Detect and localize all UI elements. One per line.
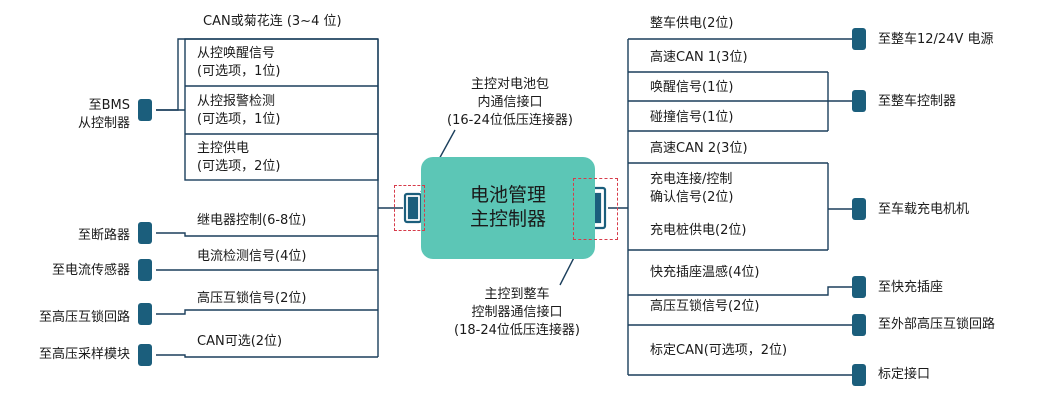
- current-sensor-connector-icon: [138, 259, 152, 281]
- hub-title-line2: 主控制器: [469, 208, 546, 230]
- endpoint-vcu: 至整车控制器: [878, 94, 957, 109]
- bms-signal-alarm-line2: (可选项，1位): [197, 112, 281, 127]
- callout-bottom-line2: 控制器通信接口: [471, 305, 563, 320]
- endpoint-external-hvil: 至外部高压互锁回路: [878, 317, 996, 332]
- wire-hv-sample: [156, 354, 378, 358]
- bms-signal-alarm-line1: 从控报警检测: [197, 94, 276, 109]
- endpoint-fast-charge: 至快充插座: [878, 280, 944, 295]
- endpoint-breaker: 至断路器: [77, 228, 130, 243]
- bms-endpoint-label: 至BMS 从控制器: [40, 97, 130, 133]
- signal-charge-confirm: 充电连接/控制 确认信号(2位): [650, 171, 733, 207]
- endpoint-hvil-loop: 至高压互锁回路: [38, 310, 130, 325]
- left-port-highlight: [394, 185, 425, 231]
- signal-charge-confirm-line2: 确认信号(2位): [650, 190, 734, 205]
- hub-title: 电池管理 主控制器: [421, 183, 595, 231]
- signal-crash: 碰撞信号(1位): [650, 110, 734, 125]
- wire-hvil-left: [156, 309, 378, 315]
- endpoint-calibration: 标定接口: [878, 367, 931, 382]
- bms-endpoint-line2: 从控制器: [77, 116, 130, 131]
- signal-relay: 继电器控制(6-8位): [197, 213, 307, 228]
- signal-pile-power: 充电桩供电(2位): [650, 223, 747, 238]
- calibration-connector-icon: [852, 364, 866, 386]
- bms-signal-power-line2: (可选项，2位): [197, 159, 281, 174]
- vehicle-power-connector-icon: [852, 28, 866, 50]
- callout-top: 主控对电池包 内通信接口 (16-24位低压连接器): [430, 76, 590, 130]
- callout-bottom-line1: 主控到整车: [484, 287, 550, 302]
- charger-connector-icon: [852, 198, 866, 220]
- bms-signal-wake: 从控唤醒信号 (可选项，1位): [197, 45, 280, 81]
- external-hvil-connector-icon: [852, 314, 866, 336]
- bms-signal-alarm: 从控报警检测 (可选项，1位): [197, 93, 280, 129]
- hv-sample-connector-icon: [138, 344, 152, 366]
- signal-hs-can2: 高速CAN 2(3位): [650, 141, 748, 156]
- bms-signal-wake-line1: 从控唤醒信号: [197, 46, 276, 61]
- callout-top-line3: (16-24位低压连接器): [447, 113, 573, 128]
- signal-vehicle-power: 整车供电(2位): [650, 16, 734, 31]
- vcu-connector-icon: [852, 90, 866, 112]
- hvil-loop-connector-icon: [138, 303, 152, 325]
- fast-charge-connector-icon: [852, 276, 866, 298]
- endpoint-vehicle-power: 至整车12/24V 电源: [878, 32, 994, 47]
- signal-hvil-left: 高压互锁信号(2位): [197, 291, 307, 306]
- signal-wake: 唤醒信号(1位): [650, 80, 734, 95]
- bms-endpoint-line1: 至BMS: [88, 98, 130, 113]
- signal-fast-temp: 快充插座温感(4位): [650, 265, 760, 280]
- bms-signal-power-line1: 主控供电: [197, 141, 250, 156]
- right-port-highlight: [573, 178, 618, 240]
- callout-bottom-line3: (18-24位低压连接器): [454, 323, 580, 338]
- wire-fast: [628, 286, 852, 296]
- callout-top-line2: 内通信接口: [477, 95, 543, 110]
- signal-hs-can1: 高速CAN 1(3位): [650, 50, 748, 65]
- endpoint-current-sensor: 至电流传感器: [51, 263, 130, 278]
- bms-header-label: CAN或菊花连 (3~4 位): [203, 14, 342, 29]
- battery-master-controller: [421, 157, 595, 259]
- callout-bottom: 主控到整车 控制器通信接口 (18-24位低压连接器): [437, 286, 597, 340]
- signal-current: 电流检测信号(4位): [197, 249, 307, 264]
- bms-signal-power: 主控供电 (可选项，2位): [197, 140, 280, 176]
- hub-title-line1: 电池管理: [469, 184, 546, 206]
- signal-hvil-right: 高压互锁信号(2位): [650, 299, 760, 314]
- bms-connector-icon: [138, 99, 152, 121]
- signal-cal-can: 标定CAN(可选项，2位): [650, 343, 788, 358]
- wire-breaker: [156, 232, 378, 237]
- bms-signal-wake-line2: (可选项，1位): [197, 64, 281, 79]
- breaker-connector-icon: [138, 222, 152, 244]
- signal-charge-confirm-line1: 充电连接/控制: [650, 172, 733, 187]
- endpoint-hv-sample: 至高压采样模块: [38, 347, 130, 362]
- callout-top-line1: 主控对电池包: [470, 77, 549, 92]
- endpoint-charger: 至车载充电机机: [878, 202, 970, 217]
- signal-can-optional: CAN可选(2位): [197, 334, 283, 349]
